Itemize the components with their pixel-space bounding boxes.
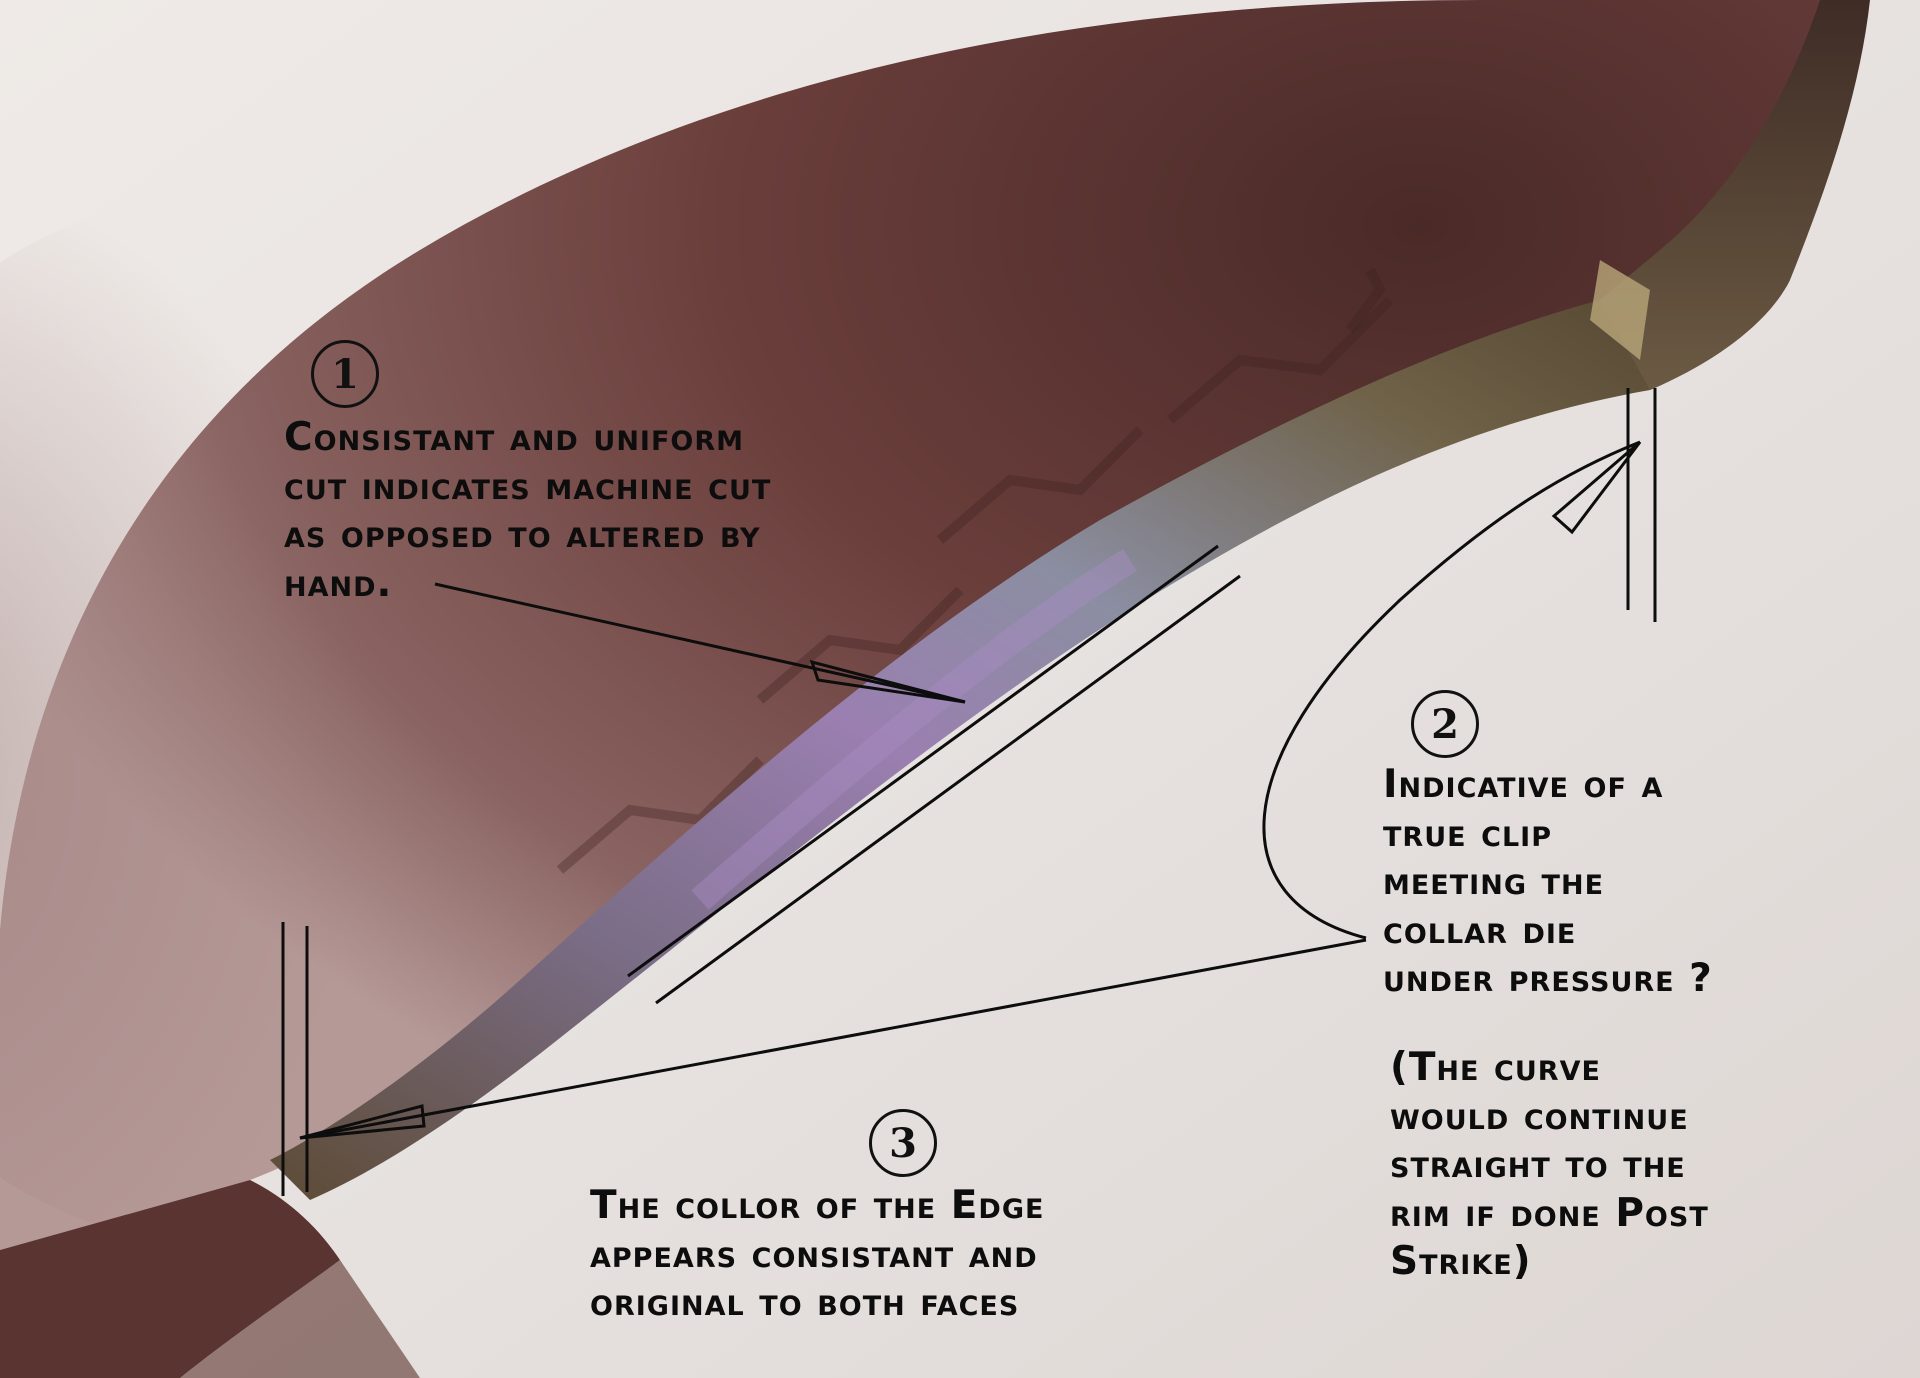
annotation-3-number: 3 — [869, 1109, 937, 1177]
annotation-2-text: Indicative of a true clip meeting the co… — [1383, 761, 1713, 1004]
edge-tangent-b — [655, 574, 1241, 1005]
annotation-3-text: The collor of the Edge appears consistan… — [590, 1182, 1044, 1328]
annotation-2-note: (The curve would continue straight to th… — [1390, 1044, 1709, 1287]
annotation-1-line: as opposed to altered by — [284, 512, 761, 557]
annotation-lines — [281, 388, 1657, 1196]
annotation-2-note-line: (The curve — [1390, 1045, 1601, 1090]
annotation-3-line: The collor of the Edge — [590, 1183, 1045, 1228]
coin-relief — [556, 267, 1394, 874]
annotation-2-note-line: straight to the — [1390, 1142, 1686, 1187]
annotation-2-number: 2 — [1411, 690, 1479, 758]
annotation-2-note-line: would continue — [1390, 1093, 1689, 1139]
arrow-1-line — [434, 582, 966, 704]
annotation-2-line: meeting the — [1383, 859, 1605, 904]
arrow-2-curve — [1262, 440, 1641, 940]
annotation-2-number-text: 2 — [1431, 700, 1459, 748]
annotation-2-line: Indicative of a — [1383, 762, 1664, 807]
annotation-2-note-line: Strike) — [1390, 1239, 1532, 1284]
annotation-3-number-text: 3 — [889, 1119, 917, 1167]
annotation-1-line: Consistant and uniform — [284, 415, 745, 460]
lower-rim — [0, 1180, 340, 1378]
annotation-3-line: appears consistant and — [590, 1231, 1038, 1277]
upper-rim — [1600, 0, 1870, 390]
annotation-1-number: 1 — [311, 340, 379, 408]
annotation-2-line: collar die — [1383, 907, 1577, 953]
annotation-1-line: hand. — [284, 560, 393, 606]
annotation-1-line: cut indicates machine cut — [284, 463, 772, 509]
arrow-2-head — [1551, 440, 1642, 535]
annotation-2-line: under pressure ? — [1383, 956, 1713, 1001]
annotation-2-note-line: rim if done Post — [1390, 1190, 1709, 1236]
arrow-1-head — [809, 659, 966, 704]
arrow-3-line — [299, 938, 1367, 1140]
edge-tangent-a — [627, 544, 1219, 978]
annotation-2-line: true clip — [1383, 810, 1553, 856]
annotation-1-number-text: 1 — [331, 350, 359, 398]
annotation-1-text: Consistant and uniform cut indicates mac… — [284, 414, 771, 608]
arrow-3-head — [299, 1104, 426, 1140]
annotation-3-line: original to both faces — [590, 1280, 1020, 1325]
